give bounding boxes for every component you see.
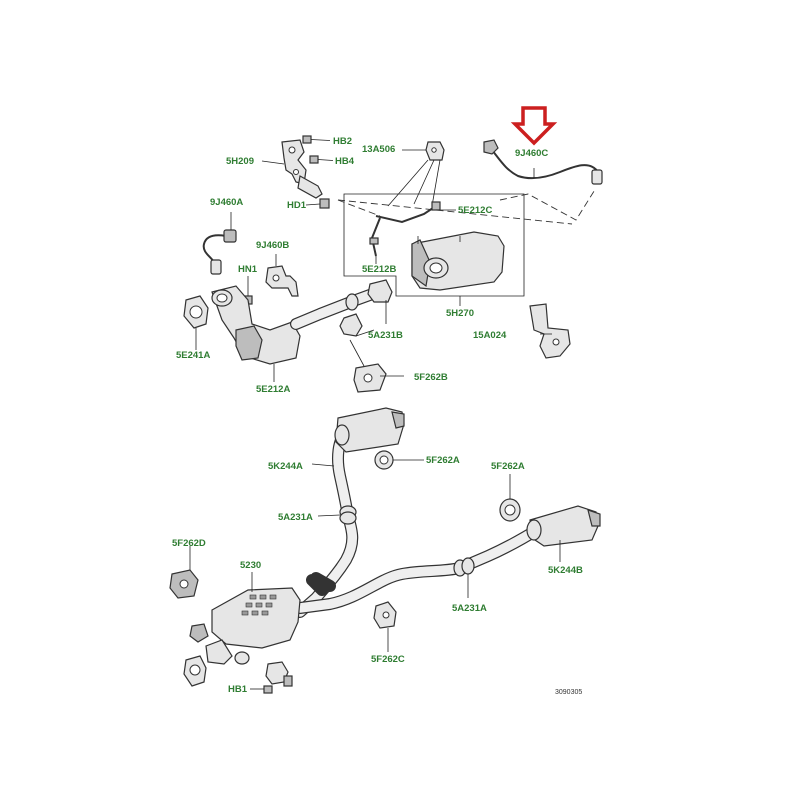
sensor-9j460a xyxy=(202,212,237,275)
label-5e212b: 5E212B xyxy=(362,264,396,275)
label-5e212c: 5E212C xyxy=(458,205,492,216)
bolt-hb2 xyxy=(302,135,331,144)
label-5f262d: 5F262D xyxy=(172,538,206,549)
label-hb1: HB1 xyxy=(228,684,248,695)
label-5h209: 5H209 xyxy=(226,156,254,167)
label-5a231a-right: 5A231A xyxy=(452,603,487,614)
bolt-hb1 xyxy=(250,661,293,694)
label-15a024: 15A024 xyxy=(473,330,507,341)
label-5a231a-left: 5A231A xyxy=(278,512,313,523)
bracket-5h209 xyxy=(281,139,323,199)
intermediate-pipe xyxy=(294,426,546,618)
gasket-5e241a xyxy=(183,295,209,350)
isolator-5f262d xyxy=(169,546,209,643)
isolator-5f262a-left xyxy=(374,450,424,470)
label-5f262c: 5F262C xyxy=(371,654,405,665)
label-hb4: HB4 xyxy=(335,156,355,167)
bracket-15a024 xyxy=(529,303,571,359)
label-hn1: HN1 xyxy=(238,264,258,275)
label-5f262b: 5F262B xyxy=(414,372,448,383)
label-5h270: 5H270 xyxy=(446,308,474,319)
down-arrow-icon xyxy=(510,106,558,146)
clamp-5a231a-left xyxy=(317,505,357,525)
label-hd1: HD1 xyxy=(287,200,307,211)
sensor-9j460b xyxy=(265,254,299,297)
label-5f262a-right: 5F262A xyxy=(491,461,525,472)
clamp-5a231a-right xyxy=(453,557,475,598)
isolator-5f262b xyxy=(349,339,404,393)
label-hb2: HB2 xyxy=(333,136,352,147)
label-5a231b: 5A231B xyxy=(368,330,403,341)
label-5230: 5230 xyxy=(240,560,261,571)
label-5k244b: 5K244B xyxy=(548,565,583,576)
isolator-5f262a-right xyxy=(499,474,521,522)
label-5e212a: 5E212A xyxy=(256,384,290,395)
pressure-pipe-5e212c xyxy=(369,201,456,264)
catalyst-5230 xyxy=(205,572,301,665)
label-5e241a: 5E241A xyxy=(176,350,210,361)
label-9j460a: 9J460A xyxy=(210,197,243,208)
nut-hd1 xyxy=(305,198,330,209)
silencer-5k244b xyxy=(526,505,601,562)
clamp-5a231b xyxy=(339,279,393,337)
silencer-5k244a xyxy=(334,407,405,453)
bolt-hb4 xyxy=(309,155,334,164)
label-5f262a-left: 5F262A xyxy=(426,455,460,466)
label-5k244a: 5K244A xyxy=(268,461,303,472)
gasket-lower xyxy=(183,655,207,687)
figure-code: 3090305 xyxy=(555,689,582,696)
catalytic-converter-5e212a xyxy=(211,285,301,382)
label-9j460b: 9J460B xyxy=(256,240,289,251)
sensor-9j460c xyxy=(483,139,603,185)
bracket-13a506 xyxy=(387,141,445,207)
particulate-filter-5h270 xyxy=(343,193,525,306)
isolator-5f262c xyxy=(373,601,397,652)
label-13a506: 13A506 xyxy=(362,144,395,155)
label-9j460c: 9J460C xyxy=(515,148,548,159)
